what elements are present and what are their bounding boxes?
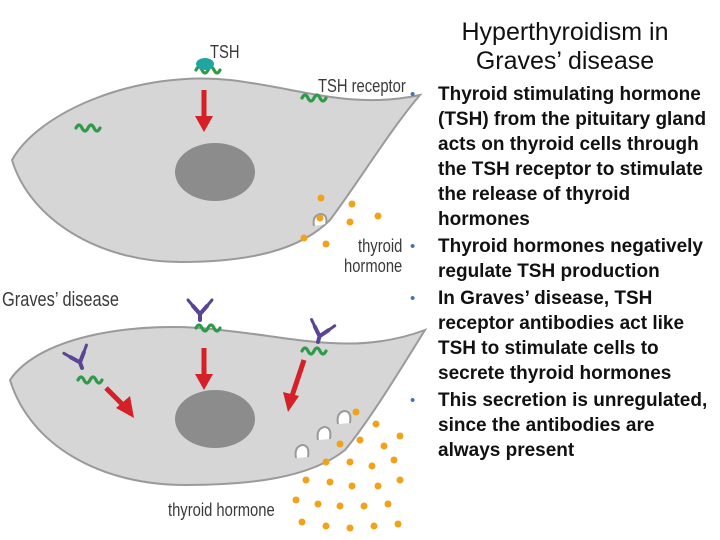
antibody-1 bbox=[186, 298, 214, 322]
label-graves-disease: Graves’ disease bbox=[2, 289, 119, 311]
bullet-dot-icon: • bbox=[410, 392, 416, 409]
label-thyroid-hormone-bottom: thyroid hormone bbox=[168, 500, 275, 520]
bullet-dot-icon: • bbox=[410, 238, 416, 255]
cell-normal bbox=[10, 58, 423, 264]
tsh-molecule bbox=[196, 58, 214, 70]
bullet-text: Thyroid stimulating hormone (TSH) from t… bbox=[438, 84, 707, 230]
stimulation-arrow-bottom-left bbox=[104, 386, 134, 418]
label-thyroid-hormone-top-1: thyroid bbox=[358, 236, 403, 256]
stimulation-arrow-bottom-center bbox=[195, 348, 213, 390]
cell-graves bbox=[8, 298, 428, 532]
bullet-item: • Thyroid hormones negatively regulate TS… bbox=[410, 234, 720, 284]
stimulation-arrow-top bbox=[195, 90, 213, 132]
label-thyroid-hormone-top-2: hormone bbox=[344, 256, 403, 276]
nucleus-top bbox=[175, 143, 255, 201]
graves-diagram bbox=[8, 58, 428, 532]
label-tsh-receptor: TSH receptor bbox=[318, 76, 406, 96]
nucleus-bottom bbox=[175, 390, 255, 448]
thyroid-hormone-dots-top bbox=[300, 194, 382, 248]
bullet-text: In Graves’ disease, TSH receptor antibod… bbox=[438, 288, 685, 384]
bullet-item: • Thyroid stimulating hormone (TSH) from … bbox=[410, 82, 720, 232]
page-title: Hyperthyroidism in Graves’ disease bbox=[461, 18, 669, 75]
bullet-dot-icon: • bbox=[410, 86, 416, 103]
label-tsh: TSH bbox=[210, 42, 240, 62]
bullet-item: • This secretion is unregulated, since th… bbox=[410, 388, 720, 463]
bullet-item: • In Graves’ disease, TSH receptor antibo… bbox=[410, 286, 720, 386]
bullet-text: This secretion is unregulated, since the… bbox=[438, 390, 708, 461]
bullet-list: • Thyroid stimulating hormone (TSH) from … bbox=[410, 82, 720, 465]
stimulation-arrow-bottom-right bbox=[283, 359, 307, 412]
bullet-dot-icon: • bbox=[410, 290, 416, 307]
bullet-text: Thyroid hormones negatively regulate TSH… bbox=[438, 236, 703, 282]
thyroid-hormone-dots-bottom bbox=[292, 408, 404, 532]
